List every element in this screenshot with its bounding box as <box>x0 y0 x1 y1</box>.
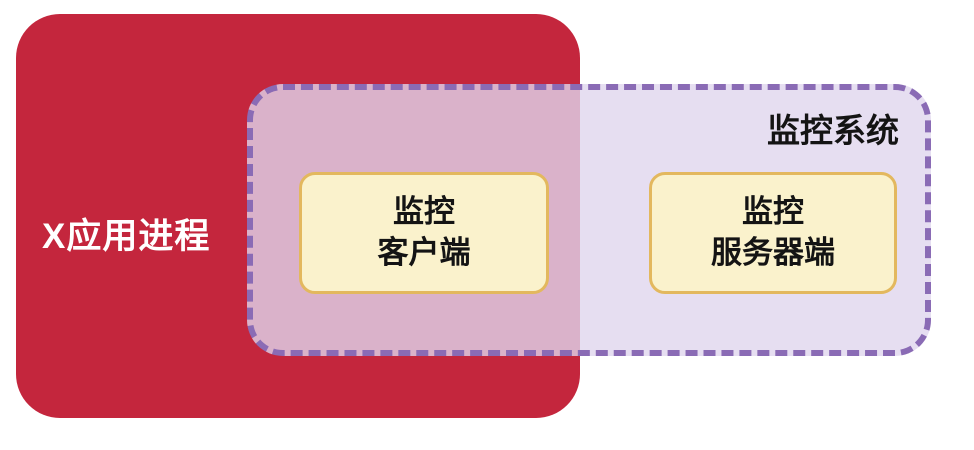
monitor-server-box: 监控 服务器端 <box>649 172 897 294</box>
monitor-server-label-line2: 服务器端 <box>711 235 835 270</box>
monitor-system-box: 监控系统 监控 客户端 监控 服务器端 <box>247 84 931 356</box>
monitor-client-label-line1: 监控 <box>393 194 455 230</box>
app-process-label: X应用进程 <box>42 217 211 256</box>
monitor-client-box: 监控 客户端 <box>299 172 549 294</box>
monitor-system-label: 监控系统 <box>767 112 899 149</box>
monitor-server-label-line1: 监控 <box>742 194 804 230</box>
monitor-client-label-line2: 客户端 <box>377 235 471 270</box>
